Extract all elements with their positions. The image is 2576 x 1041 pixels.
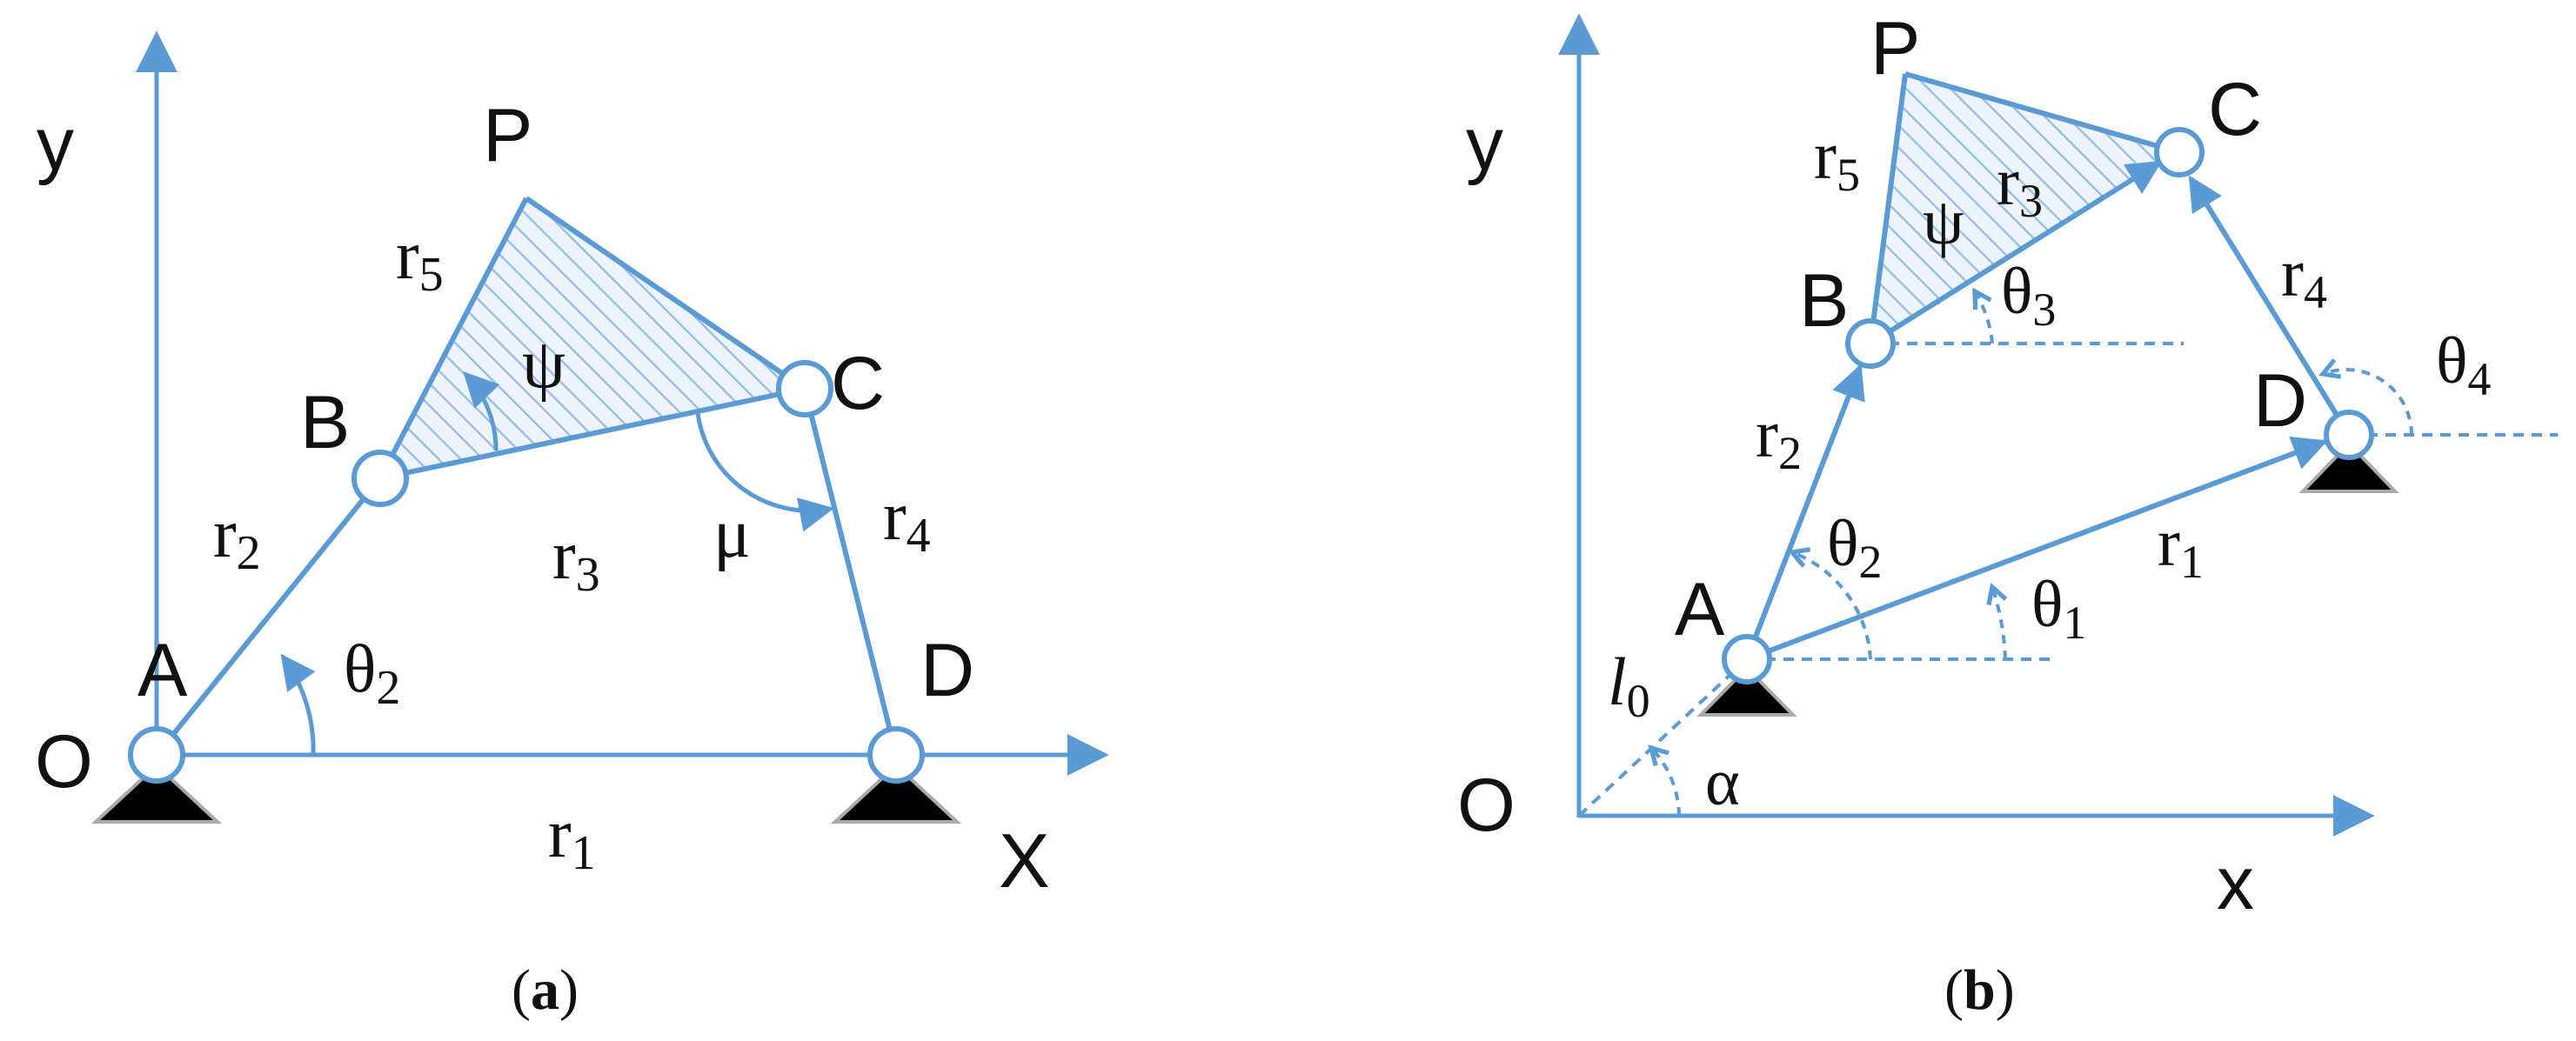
b-theta4-arc: [2323, 370, 2413, 436]
a-mu-arc: [695, 412, 834, 532]
b-link-pc: [1904, 71, 2180, 155]
b-link-r3: [1869, 160, 2163, 346]
a-label-p: P: [483, 94, 532, 177]
a-label-psi: ψ: [522, 326, 565, 403]
a-joint-d: [867, 726, 925, 784]
b-label-d: D: [2253, 359, 2307, 443]
b-label-x: x: [2217, 842, 2254, 925]
a-psi-arc: [463, 371, 500, 451]
a-coupler-triangle: [380, 198, 805, 478]
a-link-r2: [154, 477, 383, 757]
a-label-r1: r1: [548, 796, 596, 880]
a-joint-a: [128, 726, 185, 784]
a-ground-a: [90, 763, 223, 824]
b-label-r3: r3: [1997, 143, 2043, 227]
b-joint-c: [2154, 127, 2205, 177]
a-label-d: D: [920, 629, 974, 712]
b-label-p: P: [1870, 7, 1920, 90]
a-label-o: O: [35, 720, 93, 804]
b-label-theta2: θ2: [1827, 507, 1882, 588]
a-ground-d: [830, 763, 962, 824]
b-l0-line: [1577, 657, 1749, 817]
b-label-alpha: α: [1705, 746, 1740, 819]
b-label-r5: r5: [1814, 117, 1860, 201]
a-link-r3: [379, 386, 806, 481]
b-alpha-arc: [1651, 748, 1681, 817]
b-theta1-arc: [1992, 587, 2005, 660]
b-label-r2: r2: [1756, 396, 1802, 479]
a-theta2-arc: [280, 653, 316, 756]
a-joint-b: [351, 450, 409, 507]
panel-a: y X O A B C D P r2 r5 r3 r4 r1 θ2 ψ μ (a…: [35, 30, 1109, 1022]
b-theta2-arc: [1792, 552, 1872, 660]
a-label-r4: r4: [883, 478, 931, 563]
a-label-r5: r5: [396, 217, 444, 302]
a-label-a: A: [137, 629, 188, 712]
b-link-r5: [1868, 73, 1908, 344]
b-label-theta3: θ3: [2001, 255, 2056, 336]
panel-b: y x O A B C D P r5 r3 r2 r4 r1 θ2 θ1 θ3 …: [1457, 7, 2558, 1022]
a-caption: (a): [512, 958, 579, 1022]
b-label-c: C: [2208, 68, 2262, 151]
b-joint-d: [2324, 410, 2374, 460]
b-link-r2: [1744, 364, 1865, 661]
b-label-o: O: [1457, 764, 1515, 847]
b-label-b: B: [1799, 259, 1849, 343]
a-link-pc: [525, 196, 806, 391]
a-link-r5: [378, 197, 529, 480]
b-ground-a: [1696, 665, 1797, 717]
b-joint-b: [1845, 318, 1896, 369]
b-link-r1: [1745, 436, 2328, 662]
b-label-r4: r4: [2281, 235, 2327, 318]
b-link-r4: [2188, 175, 2352, 437]
a-joint-c: [776, 360, 833, 417]
a-label-c: C: [831, 342, 885, 425]
a-label-b: B: [300, 381, 350, 464]
a-label-theta2: θ2: [344, 631, 400, 715]
a-label-x: X: [999, 817, 1050, 904]
b-label-a: A: [1675, 568, 1725, 651]
b-label-r1: r1: [2158, 504, 2204, 588]
b-label-psi: ψ: [1923, 185, 1964, 258]
b-label-y: y: [1466, 103, 1503, 186]
b-label-theta1: θ1: [2031, 568, 2086, 649]
a-label-mu: μ: [713, 496, 751, 572]
a-link-r4: [802, 388, 899, 756]
a-label-r3: r3: [552, 517, 600, 602]
b-joint-a: [1722, 634, 1772, 684]
b-label-theta4: θ4: [2436, 324, 2491, 405]
b-caption: (b): [1944, 958, 2015, 1022]
b-label-l0: l0: [1608, 644, 1650, 727]
b-theta3-arc: [1975, 291, 1994, 344]
b-ground-d: [2298, 441, 2399, 493]
a-label-r2: r2: [213, 496, 261, 580]
b-coupler-triangle: [1870, 74, 2179, 344]
a-label-y: y: [37, 103, 74, 186]
